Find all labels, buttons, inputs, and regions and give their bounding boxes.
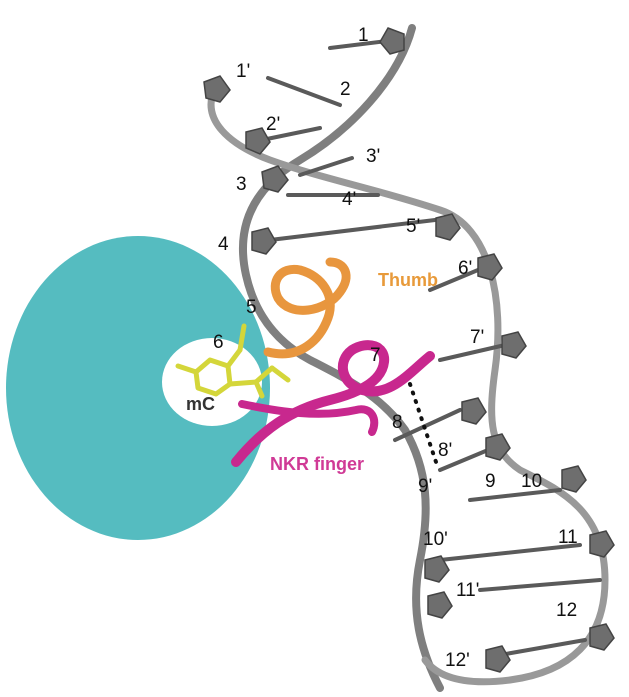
- protein-domain: [6, 236, 270, 540]
- dna-backbone-strand-b: [207, 84, 609, 686]
- strand-b-num: 6': [458, 258, 472, 279]
- strand-b-num: 3': [366, 146, 380, 167]
- strand-b-num: 2': [266, 114, 280, 135]
- strand-a-num: 2: [340, 79, 351, 100]
- strand-b-num: 8': [438, 440, 452, 461]
- thumb-loop: [263, 257, 351, 359]
- strand-b-num: 12': [445, 650, 470, 671]
- strand-b-num: 9': [418, 476, 432, 497]
- base-pair-rungs: [260, 38, 602, 657]
- strand-b-num: 7': [470, 327, 484, 348]
- methylcytosine-sticks: [175, 323, 291, 399]
- strand-a-num: 10: [521, 471, 542, 492]
- strand-a-num: 12: [556, 600, 577, 621]
- nucleotide-sugars: [203, 27, 615, 673]
- strand-a-num: 1: [358, 25, 369, 46]
- strand-a-num: 3: [236, 174, 247, 195]
- nkr-finger-strand: [238, 400, 379, 436]
- strand-a-numbers: 1 2 3 4 5 6 7 8 9 10 11 12: [213, 25, 578, 621]
- strand-a-num: 9: [485, 471, 496, 492]
- strand-b-num: 1': [236, 61, 250, 82]
- strand-b-num: 11': [456, 580, 479, 601]
- strand-b-numbers: 1' 2' 3' 4' 5' 6' 7' 8' 9' 10' 11' 12': [236, 61, 484, 671]
- flipped-base-pocket: [162, 338, 262, 426]
- strand-b-num: 10': [423, 529, 448, 550]
- mc-label: mC: [186, 394, 215, 414]
- nkr-finger-label: NKR finger: [270, 454, 364, 474]
- strand-a-num: 5: [246, 297, 257, 318]
- nkr-finger-loop: [231, 340, 435, 467]
- dna-backbone-strand-a: [239, 24, 444, 692]
- strand-a-num: 11: [558, 527, 578, 548]
- strand-b-num: 4': [342, 189, 356, 210]
- strand-a-num: 8: [392, 412, 403, 433]
- thumb-label: Thumb: [378, 270, 438, 290]
- strand-b-num: 5': [406, 216, 420, 237]
- strand-a-num: 4: [218, 234, 229, 255]
- strand-a-num: 6: [213, 332, 224, 353]
- strand-a-num: 7: [370, 345, 381, 366]
